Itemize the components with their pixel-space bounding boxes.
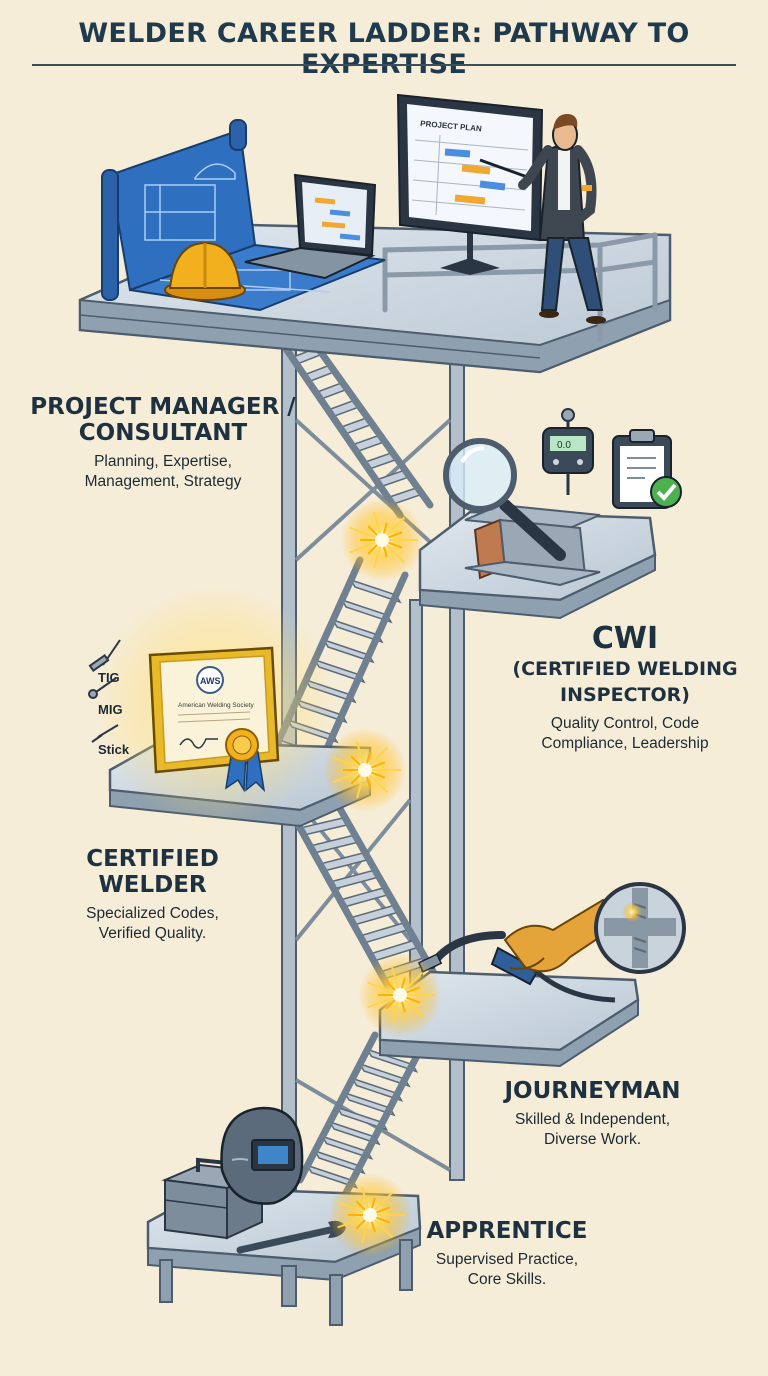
spark-icon (340, 498, 424, 582)
stair-step (331, 618, 384, 644)
stair-step (318, 851, 371, 872)
weld-joint-icon (594, 882, 686, 974)
stage-name-line: APPRENTICE (426, 1218, 588, 1244)
stage-name-line: CWI (591, 621, 659, 656)
stair-step (313, 1149, 366, 1175)
gauge-reading: 0.0 (557, 440, 571, 451)
stair-step (350, 1077, 404, 1102)
stage-journeyman: JOURNEYMAN Skilled & Independent, Divers… (490, 1078, 695, 1150)
monitor-icon: PROJECT PLAN (396, 93, 544, 275)
process-mig-label: MIG (98, 702, 123, 717)
stair-stringer (301, 326, 434, 509)
stage-desc-line: Supervised Practice, (435, 1251, 579, 1268)
stair-stringer (276, 336, 404, 519)
stage-certified-welder: CERTIFIED WELDER Specialized Codes, Veri… (55, 846, 250, 944)
stage-project-manager: PROJECT MANAGER / CONSULTANT Planning, E… (26, 394, 300, 492)
clipboard-icon (612, 429, 682, 509)
certificate-icon: AWS American Welding Society (95, 585, 335, 825)
spark-group (323, 498, 442, 1257)
title-underline (32, 64, 736, 66)
i-beam-icon (464, 503, 601, 587)
cross-braces (294, 418, 452, 1172)
manager-figure-icon (479, 114, 606, 324)
stair-step (349, 578, 402, 604)
stair-stringer (311, 571, 409, 779)
stage-name-line: CERTIFIED (86, 846, 219, 872)
stage-desc-line: Management, Strategy (84, 473, 242, 490)
stage-name-line: (CERTIFIED WELDING (512, 658, 738, 680)
welding-helmet-icon (220, 1106, 304, 1205)
stage-name-line: INSPECTOR) (560, 684, 690, 706)
laptop-icon (244, 173, 377, 280)
certificate-org: American Welding Society (178, 702, 254, 709)
stair-stringer (331, 796, 439, 979)
spark-icon (358, 953, 442, 1037)
certificate-badge: AWS (200, 676, 221, 686)
stage-desc-line: Core Skills. (467, 1271, 547, 1288)
stage-name-line: WELDER (98, 872, 207, 898)
stair-step (328, 1120, 381, 1146)
process-tig-label: TIG (98, 670, 120, 685)
gauge-icon: 0.0 (542, 408, 594, 495)
stage-desc-line: Quality Control, Code (550, 715, 700, 732)
stair-step (343, 1091, 396, 1117)
process-torch-icons (88, 639, 121, 743)
stage-desc-line: Skilled & Independent, (514, 1111, 671, 1128)
stage-name-line: JOURNEYMAN (504, 1078, 681, 1104)
stair-step (358, 1062, 411, 1088)
magnifier-icon (443, 438, 566, 561)
stage-desc-line: Compliance, Leadership (541, 735, 709, 752)
stair-step (320, 1135, 374, 1160)
stage-desc-line: Planning, Expertise, (94, 453, 232, 470)
stair-stringer (341, 1046, 424, 1199)
process-stick-label: Stick (98, 742, 130, 757)
ribbon-icon (224, 728, 266, 793)
spark-icon (323, 728, 407, 812)
spark-icon (328, 1173, 412, 1257)
stage-desc-line: Verified Quality. (98, 925, 207, 942)
stair-step (322, 638, 375, 664)
stage-apprentice: APPRENTICE Supervised Practice, Core Ski… (412, 1218, 602, 1290)
stage-desc-line: Diverse Work. (543, 1131, 642, 1148)
stair-step (335, 1106, 389, 1131)
stair-stringer (296, 1031, 379, 1184)
stair-step (340, 598, 393, 624)
stage-name-line: CONSULTANT (78, 420, 248, 446)
hardhat-icon (164, 241, 246, 301)
stage-cwi: CWI (CERTIFIED WELDING INSPECTOR) Qualit… (500, 622, 750, 754)
stair-stringer (286, 806, 394, 994)
stage-name-line: PROJECT MANAGER / (30, 394, 296, 420)
stage-desc-line: Specialized Codes, (86, 905, 219, 922)
